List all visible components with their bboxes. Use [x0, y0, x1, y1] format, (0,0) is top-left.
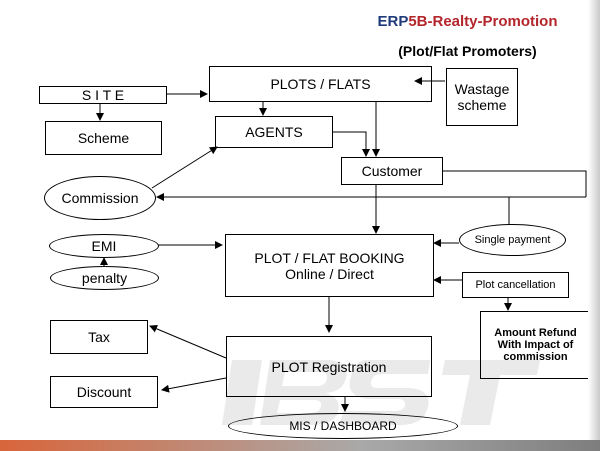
agents-box: AGENTS — [215, 116, 333, 148]
amount-refund-box: Amount Refund With Impact of commission — [480, 311, 591, 379]
booking-box: PLOT / FLAT BOOKING Online / Direct — [225, 234, 434, 297]
penalty-oval: penalty — [50, 266, 159, 290]
booking-line-1: PLOT / FLAT BOOKING — [254, 249, 405, 266]
plot-registration-box: PLOT Registration — [226, 336, 432, 397]
right-edge-shade — [588, 0, 600, 440]
plots-flats-box: PLOTS / FLATS — [209, 66, 432, 102]
scheme-box: Scheme — [45, 121, 162, 155]
agents-to-customer-arrow — [333, 131, 370, 157]
plot-cancellation-box: Plot cancellation — [462, 272, 569, 298]
right-loop-top-line — [443, 170, 587, 197]
commission-to-agents-arrow — [151, 146, 218, 189]
bottom-accent-bar — [0, 440, 600, 451]
booking-line-2: Online / Direct — [285, 265, 374, 282]
commission-oval: Commission — [44, 176, 156, 220]
site-box: S I T E — [39, 86, 167, 104]
mis-dashboard-oval: MIS / DASHBOARD — [228, 413, 458, 439]
header: ERP5B-Realty-Promotion (Plot/Flat Promot… — [360, 11, 575, 61]
title-prefix: ERP — [377, 13, 409, 30]
single-payment-oval: Single payment — [459, 224, 566, 256]
registration-to-tax-arrow — [149, 325, 227, 359]
emi-oval: EMI — [49, 234, 159, 258]
tax-box: Tax — [50, 320, 148, 354]
customer-box: Customer — [341, 157, 443, 185]
discount-box: Discount — [50, 376, 158, 408]
page-subtitle: (Plot/Flat Promoters) — [398, 43, 537, 59]
title-rest: 5B-Realty-Promotion — [408, 13, 558, 30]
wastage-scheme-box: Wastage scheme — [446, 68, 518, 126]
registration-to-discount-arrow — [161, 377, 227, 393]
page-title: ERP5B-Realty-Promotion — [360, 11, 575, 33]
